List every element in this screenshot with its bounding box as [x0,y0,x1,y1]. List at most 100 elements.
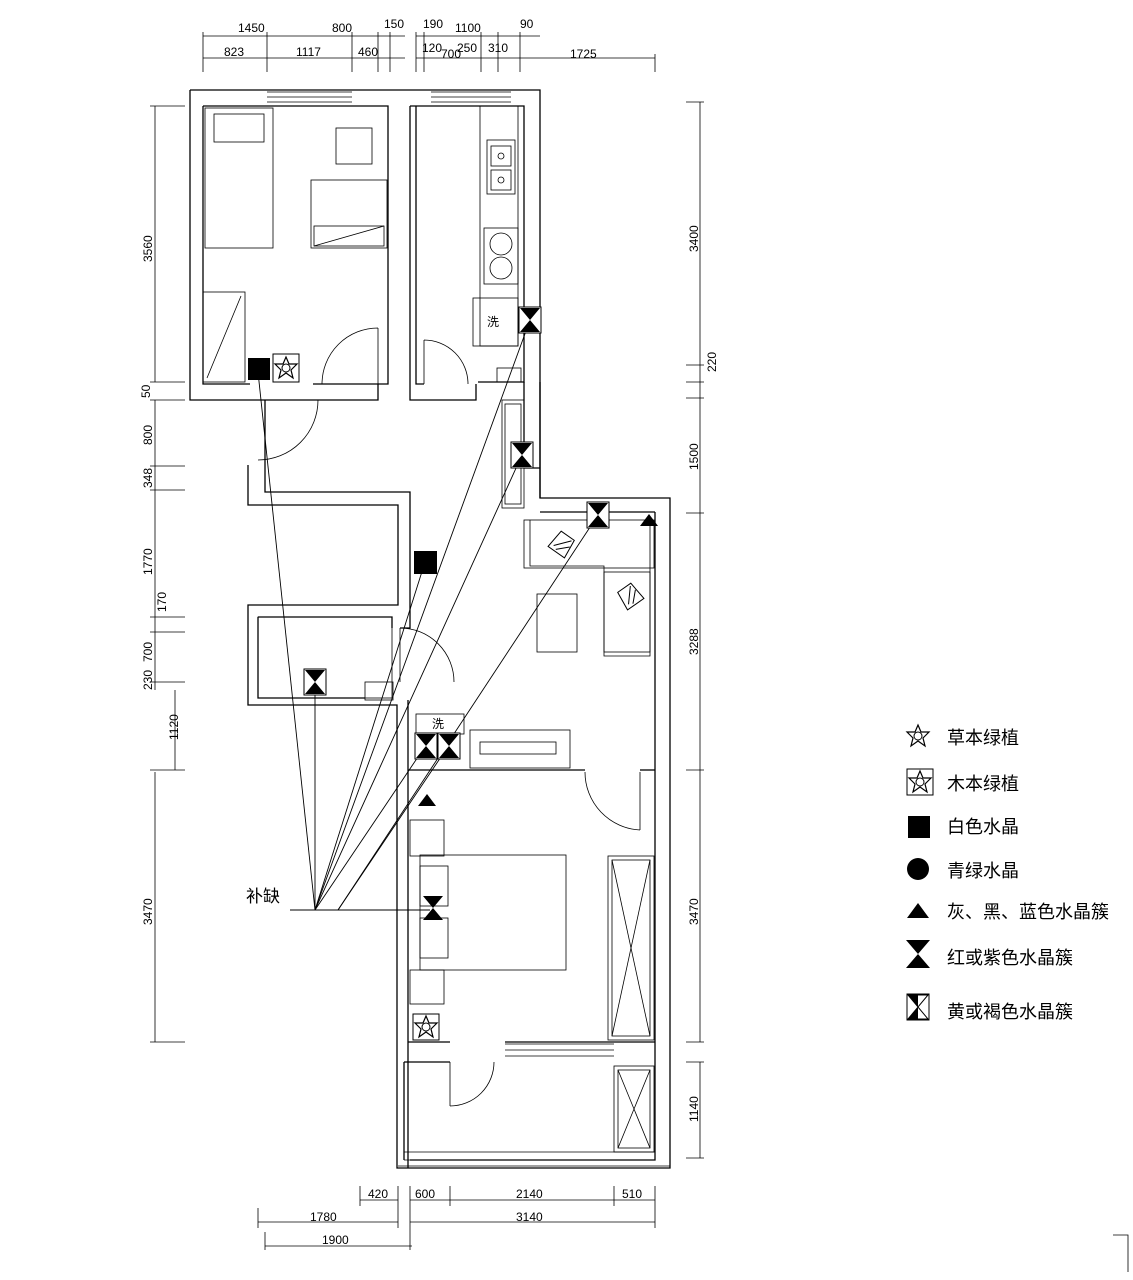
basin-label: 洗 [432,717,444,731]
dim-top-700: 700 [441,47,461,61]
coffee-table [536,593,578,653]
wardrobe [202,291,246,383]
dim-top-1117: 1117 [296,45,321,59]
dim-top-800: 800 [332,21,352,35]
dim-bottom-600: 600 [415,1187,435,1201]
dim-top-150: 150 [384,17,404,31]
bottom-dimensions [257,1186,1129,1272]
dim-left-700: 700 [141,642,155,662]
washer [472,297,519,347]
herb-plant-icon [906,724,930,747]
crystal-cluster-icon [640,514,658,526]
legend-item-herb: 草本绿植 [906,724,1019,749]
dim-left-3470: 3470 [141,898,155,925]
dim-left-3560: 3560 [141,235,155,262]
yellow-brown-cluster-icon [906,993,930,1021]
legend-label: 灰、黑、蓝色水晶簇 [947,902,1109,923]
red-purple-cluster-icon [437,732,461,760]
guide-lines [257,319,599,911]
side-table-top [409,819,445,857]
dim-top-1100: 1100 [455,21,481,35]
legend-item-wood: 木本绿植 [906,768,1019,796]
red-purple-cluster-icon [518,306,542,334]
legend-label: 木本绿植 [947,774,1019,795]
dim-top-250: 250 [457,41,477,55]
wood-plant-icon [272,353,300,383]
crystal-cluster-icon [418,794,436,806]
crystal-cluster-icon [907,903,929,918]
dim-right-1500: 1500 [687,443,701,470]
furniture [202,105,655,1153]
dim-bottom-510: 510 [622,1187,642,1201]
red-purple-cluster-icon [510,441,534,469]
dim-top-823: 823 [224,45,244,59]
balcony-cabinet [613,1065,655,1153]
wood-plant-icon [906,768,934,796]
windows [267,91,670,1167]
sink [486,139,516,195]
dim-bottom-2140: 2140 [516,1187,543,1201]
dim-top-1725: 1725 [570,47,597,61]
dim-left-1770: 1770 [141,548,155,575]
desk [310,179,388,249]
supplement-label: 补缺 [246,887,280,907]
dim-right-3400: 3400 [687,225,701,252]
red-purple-cluster-icon [414,732,438,760]
dim-right-3288: 3288 [687,628,701,655]
dim-right-1140: 1140 [687,1096,701,1122]
legend-label: 红或紫色水晶簇 [947,948,1073,969]
legend-item-crystal-cluster: 灰、黑、蓝色水晶簇 [907,902,1109,923]
dim-left-800: 800 [141,425,155,445]
herb-plant-icon [617,582,645,611]
wood-plant-icon [412,1013,440,1041]
dim-right-3470: 3470 [687,898,701,925]
master-wardrobe [607,855,655,1041]
red-purple-cluster-icon [586,501,610,529]
master-bed [419,854,567,971]
right-dimensions [686,101,704,1159]
dim-top-460: 460 [358,45,378,59]
dim-top-120: 120 [422,41,442,55]
upper-bed [204,107,274,249]
dim-left-348: 348 [141,468,155,488]
left-dimensions [150,105,185,1043]
white-crystal-icon [414,551,437,574]
right-dimension-texts: 3400 220 1500 3288 3470 1140 [687,225,719,1122]
legend-item-red-purple-cluster: 红或紫色水晶簇 [906,940,1073,969]
legend-label: 草本绿植 [947,728,1019,749]
pillow [213,113,265,143]
dim-bottom-1900: 1900 [322,1233,349,1247]
green-crystal-icon [907,858,929,880]
plan-symbols [248,306,658,1041]
walls [189,89,671,1169]
legend-item-white-crystal: 白色水晶 [908,816,1019,838]
red-purple-cluster-icon [906,940,930,968]
legend-label: 青绿水晶 [947,861,1019,882]
dim-top-1450: 1450 [238,21,265,35]
dim-left-1120: 1120 [167,714,181,740]
top-dimensions [202,32,656,72]
legend-item-yellow-brown-cluster: 黄或褐色水晶簇 [906,993,1073,1023]
dim-top-310: 310 [488,41,508,55]
kitchen-counter [479,105,519,347]
legend-label: 黄或褐色水晶簇 [947,1002,1073,1023]
dim-right-220: 220 [705,352,719,372]
legend: 草本绿植 木本绿植 白色水晶 青绿水晶 灰、黑、蓝色水晶簇 红或紫色水晶簇 黄或… [906,724,1109,1023]
washer-label: 洗 [487,315,499,329]
stove [483,227,519,285]
side-table-bottom [409,969,445,1005]
tv-cabinet [469,729,571,769]
legend-item-green-crystal: 青绿水晶 [907,858,1019,882]
dim-top-90: 90 [520,17,534,31]
red-purple-cluster-icon [423,896,443,920]
bottom-dimension-texts: 420 600 2140 510 1780 3140 1900 [310,1187,642,1247]
left-dimension-texts: 3560 50 800 348 1770 170 700 230 1120 34… [139,235,181,925]
dim-bottom-1780: 1780 [310,1210,337,1224]
dim-left-230: 230 [141,670,155,690]
nightstand [335,127,373,165]
white-crystal-icon [908,816,930,838]
legend-label: 白色水晶 [947,817,1019,838]
dim-left-50: 50 [139,384,153,398]
storage [257,616,393,699]
